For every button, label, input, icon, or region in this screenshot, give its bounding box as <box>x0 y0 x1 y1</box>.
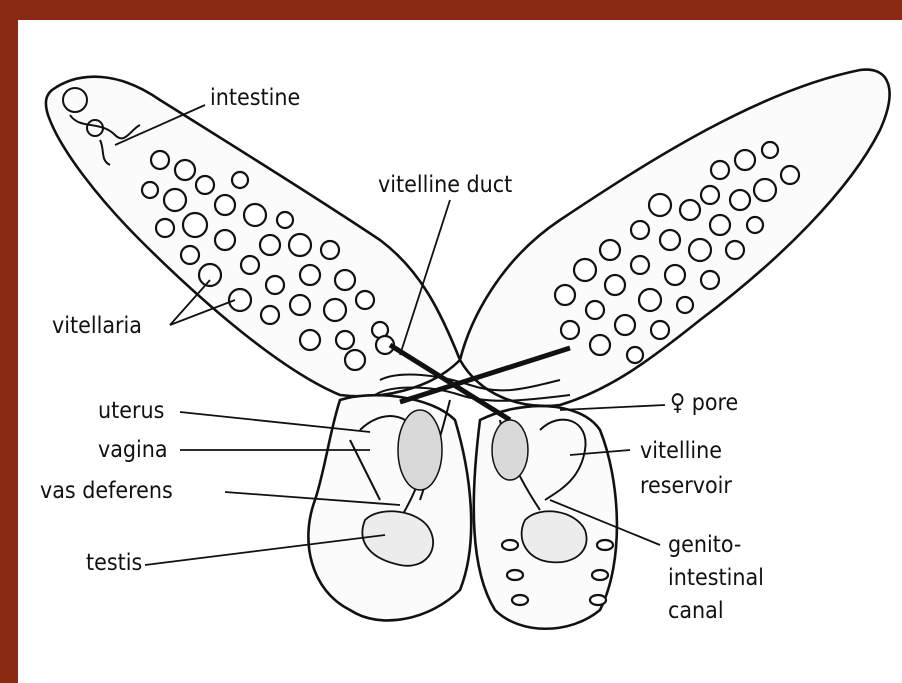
label-vagina: vagina <box>98 437 168 463</box>
label-genito-3: canal <box>668 598 724 624</box>
label-vas-deferens: vas deferens <box>40 478 173 504</box>
label-intestine: intestine <box>210 85 300 111</box>
label-testis: testis <box>86 550 142 576</box>
label-pore: ♀ pore <box>670 390 738 416</box>
label-vitelline-reservoir-2: reservoir <box>640 473 732 499</box>
label-genito-1: genito- <box>668 532 741 558</box>
label-vitelline-reservoir-1: vitelline <box>640 438 722 464</box>
label-vitellaria: vitellaria <box>52 313 142 339</box>
label-vitelline-duct: vitelline duct <box>378 172 512 198</box>
label-uterus: uterus <box>98 398 164 424</box>
label-genito-2: intestinal <box>668 565 764 591</box>
